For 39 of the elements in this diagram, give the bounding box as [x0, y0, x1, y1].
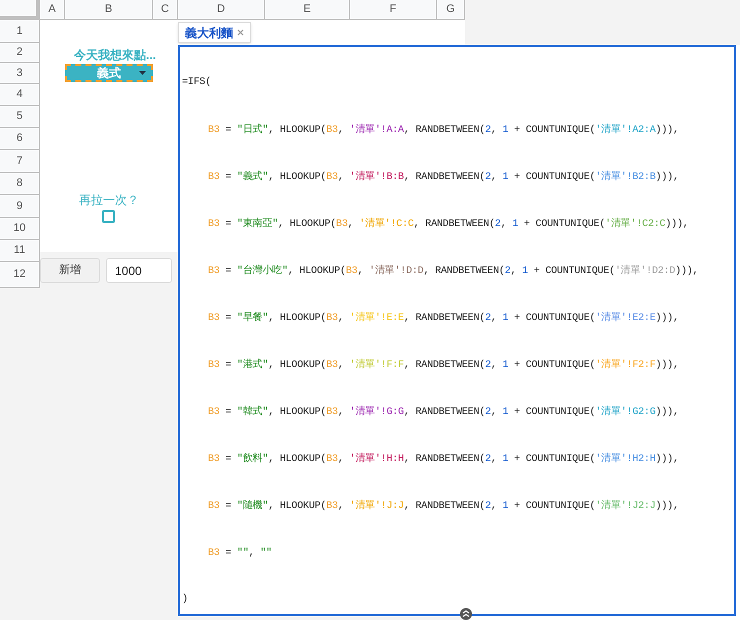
column-header: D	[178, 0, 265, 20]
formula-editor	[178, 45, 736, 616]
cell-text: 再拉一次？	[78, 192, 140, 209]
row-header: 5	[0, 106, 40, 128]
row-header: 9	[0, 195, 40, 218]
input-field: 1000	[106, 258, 172, 283]
row-header: 1	[0, 20, 40, 43]
column-header: E	[265, 0, 350, 20]
formula-line: B3 = "", ""	[208, 547, 272, 561]
row-header: 10	[0, 218, 40, 240]
cell-text: 今天我想來點...	[72, 47, 157, 64]
formula-line: B3 = "港式", HLOOKUP(B3, '清單'!F:F, RANDBETWEEN(2, 1 + COUNTUNIQUE('清單'!F2:F))),	[208, 359, 679, 373]
formula-line: B3 = "台灣小吃", HLOOKUP(B3, '清單'!D:D, RANDBETWEEN(2, 1 + COUNTUNIQUE('清單'!D2:D))),	[208, 265, 698, 279]
column-header: G	[437, 0, 465, 20]
dropdown: 義式	[65, 64, 153, 82]
row-header: 7	[0, 150, 40, 173]
formula-line: =IFS(	[182, 76, 212, 90]
row-header: 4	[0, 84, 40, 106]
row-header: 11	[0, 240, 40, 262]
formula-line: B3 = "義式", HLOOKUP(B3, '清單'!B:B, RANDBETWEEN(2, 1 + COUNTUNIQUE('清單'!B2:B))),	[208, 171, 679, 185]
row-header: 8	[0, 173, 40, 195]
row-header: 12	[0, 262, 40, 288]
formula-line: B3 = "韓式", HLOOKUP(B3, '清單'!G:G, RANDBETWEEN(2, 1 + COUNTUNIQUE('清單'!G2:G))),	[208, 406, 679, 420]
row-header: 2	[0, 43, 40, 63]
formula-line: B3 = "飲料", HLOOKUP(B3, '清單'!H:H, RANDBETWEEN(2, 1 + COUNTUNIQUE('清單'!H2:H))),	[208, 453, 679, 467]
value-tooltip	[178, 22, 251, 43]
add-button: 新增	[40, 258, 100, 283]
formula-line: B3 = "早餐", HLOOKUP(B3, '清單'!E:E, RANDBETWEEN(2, 1 + COUNTUNIQUE('清單'!E2:E))),	[208, 312, 679, 326]
formula-line: B3 = "日式", HLOOKUP(B3, '清單'!A:A, RANDBETWEEN(2, 1 + COUNTUNIQUE('清單'!A2:A))),	[208, 124, 679, 138]
column-header: F	[350, 0, 437, 20]
formula-line: B3 = "隨機", HLOOKUP(B3, '清單'!J:J, RANDBETWEEN(2, 1 + COUNTUNIQUE('清單'!J2:J))),	[208, 500, 679, 514]
column-header: B	[65, 0, 153, 20]
column-header: C	[153, 0, 178, 20]
row-header: 3	[0, 63, 40, 84]
formula-line: B3 = "東南亞", HLOOKUP(B3, '清單'!C:C, RANDBETWEEN(2, 1 + COUNTUNIQUE('清單'!C2:C))),	[208, 218, 689, 232]
formula-line: )	[182, 593, 188, 607]
row-header: 6	[0, 128, 40, 150]
tooltip-text: 義大利麵	[185, 24, 233, 42]
column-header: A	[40, 0, 65, 20]
